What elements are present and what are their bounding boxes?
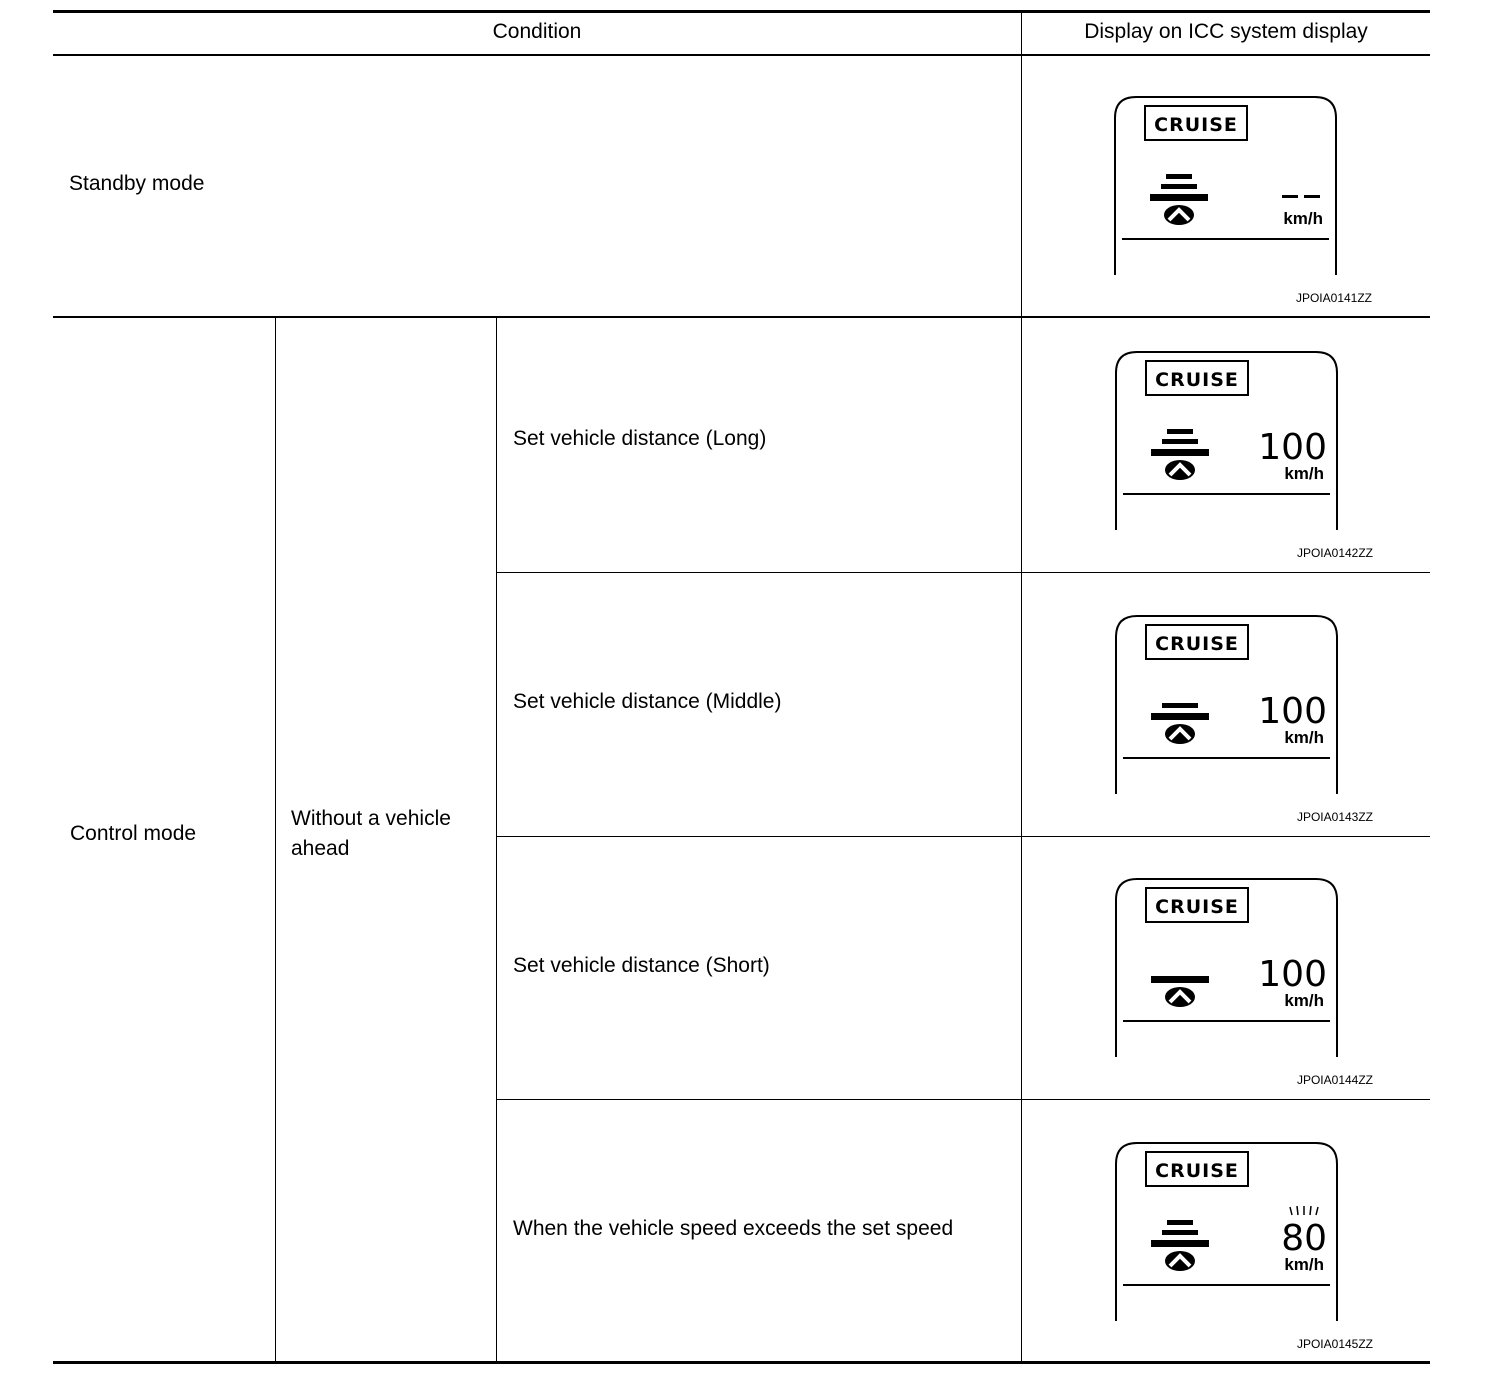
row-divider [497, 836, 1430, 837]
cruise-box [1144, 105, 1248, 141]
cruise-label: CRUISE [1155, 369, 1239, 391]
display-divider [1123, 1020, 1330, 1022]
cruise-box [1145, 624, 1249, 660]
distance-bar [1166, 174, 1192, 179]
figure-code: JPOIA0143ZZ [1297, 810, 1373, 824]
speed-value: 100 [1258, 954, 1327, 995]
distance-bar [1167, 429, 1193, 434]
cruise-box [1145, 887, 1249, 923]
speed-unit: km/h [1284, 991, 1324, 1010]
arrow-up-icon [1168, 989, 1192, 1004]
cruise-label: CRUISE [1155, 896, 1239, 918]
column-divider-sub [496, 317, 497, 1362]
cruise-label: CRUISE [1155, 1160, 1239, 1182]
figure-code: JPOIA0145ZZ [1297, 1337, 1373, 1351]
figure-code: JPOIA0141ZZ [1296, 291, 1372, 305]
display-frame [1115, 1142, 1338, 1321]
display-divider [1123, 757, 1330, 759]
header-display: Display on ICC system display [1084, 20, 1368, 43]
speed-value: 100 [1258, 691, 1327, 732]
header-bottom-rule [53, 54, 1430, 56]
distance-bar-base [1150, 194, 1208, 201]
display-divider [1122, 238, 1329, 240]
distance-bar [1162, 439, 1198, 444]
condition-middle: Set vehicle distance (Middle) [513, 690, 782, 713]
standby-mode-label: Standby mode [69, 172, 205, 195]
arrow-up-icon [1167, 207, 1191, 222]
without-vehicle-label: Without a vehicle ahead [291, 807, 451, 860]
row-divider [497, 572, 1430, 573]
display-divider [1123, 493, 1330, 495]
cruise-box [1145, 360, 1249, 396]
speed-dash [1304, 195, 1320, 198]
cruise-label: CRUISE [1155, 633, 1239, 655]
row-divider [497, 1099, 1430, 1100]
condition-short: Set vehicle distance (Short) [513, 954, 770, 977]
speed-value: – – [1114, 95, 1116, 97]
distance-bar [1162, 703, 1198, 708]
cruise-box [1145, 1151, 1249, 1187]
header-condition: Condition [492, 20, 582, 43]
condition-overspeed: When the vehicle speed exceeds the set s… [513, 1217, 954, 1240]
table-top-rule [53, 10, 1430, 13]
distance-bar [1167, 1220, 1193, 1225]
speed-value: 80 [1281, 1218, 1327, 1259]
speed-value: 100 [1258, 427, 1327, 468]
speed-unit: km/h [1283, 209, 1323, 228]
display-frame [1114, 96, 1337, 275]
speed-unit: km/h [1284, 464, 1324, 483]
distance-bar [1162, 1230, 1198, 1235]
display-frame [1115, 615, 1338, 794]
speed-unit: km/h [1284, 728, 1324, 747]
arrow-up-icon [1168, 726, 1192, 741]
distance-bar-base [1151, 976, 1209, 983]
display-frame [1115, 878, 1338, 1057]
distance-bar [1161, 184, 1197, 189]
figure-code: JPOIA0142ZZ [1297, 546, 1373, 560]
arrow-up-icon [1168, 1253, 1192, 1268]
distance-bar-base [1151, 1240, 1209, 1247]
arrow-up-icon [1168, 462, 1192, 477]
speed-dash [1282, 195, 1298, 198]
cruise-label: CRUISE [1154, 114, 1238, 136]
control-mode-label: Control mode [70, 822, 197, 845]
condition-long: Set vehicle distance (Long) [513, 427, 767, 450]
flash-indicator-icon [1289, 1205, 1319, 1216]
table-bottom-rule [53, 1361, 1430, 1364]
standby-bottom-rule [53, 316, 1430, 318]
distance-bar-base [1151, 713, 1209, 720]
figure-code: JPOIA0144ZZ [1297, 1073, 1373, 1087]
speed-unit: km/h [1284, 1255, 1324, 1274]
display-divider [1123, 1284, 1330, 1286]
distance-bar-base [1151, 449, 1209, 456]
display-frame [1115, 351, 1338, 530]
column-divider-display [1021, 12, 1022, 1362]
column-divider-mode [275, 317, 276, 1362]
